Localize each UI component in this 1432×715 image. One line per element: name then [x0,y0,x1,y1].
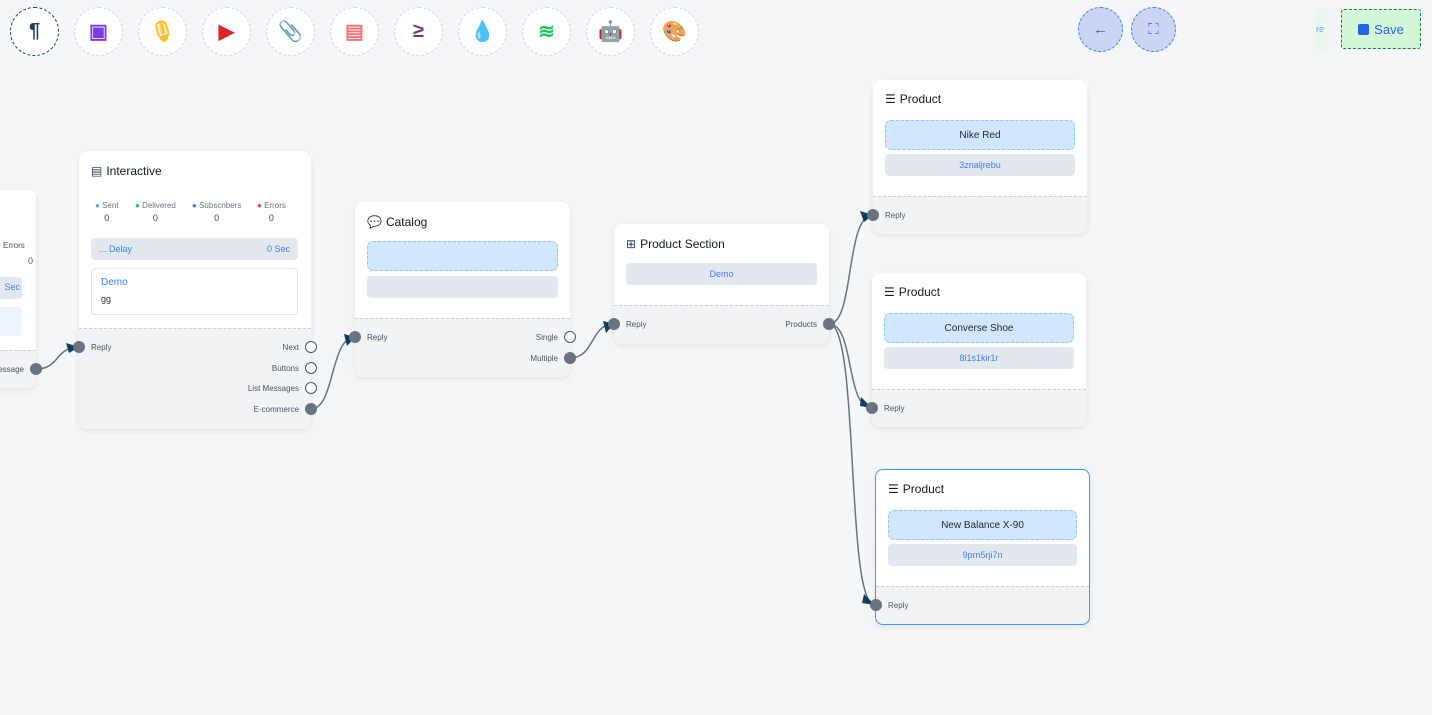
arrow [860,211,873,222]
youtube-icon: ▶ [218,21,235,43]
paperclip-icon: 📎 [278,21,303,43]
output-handle-single[interactable] [564,331,576,343]
drop-icon: 💧 [470,21,495,43]
product-code: 9prn5rji7n [888,544,1077,566]
output-handle-multiple[interactable] [564,352,576,364]
input-handle[interactable] [608,318,620,330]
robot-icon: 🤖 [598,21,623,43]
tool-button[interactable]: ▶ [202,7,251,56]
grid-icon: ⊞ [626,237,637,251]
stat-icon: ● [135,201,140,210]
product-code: 3znaljrebu [885,154,1075,176]
product-name[interactable]: Nike Red [885,120,1075,150]
fit-view-button[interactable]: ⛶ [1131,7,1176,52]
partial-node[interactable]: Errors 0 Sec Message [0,190,42,388]
output-handle[interactable] [305,382,317,395]
message-box [0,307,22,336]
bars-icon: ☰ [888,482,899,496]
tool-button[interactable]: 🎨 [650,7,699,56]
output-handle[interactable] [305,341,317,353]
input-handle[interactable] [867,209,879,221]
catalog-preview[interactable] [367,241,558,271]
product-section-node[interactable]: ⊞Product Section Demo Reply Products [608,224,835,344]
arrow-left-icon: ← [1093,21,1108,38]
edge [828,323,876,606]
tool-button[interactable]: 🤖 [586,7,635,56]
image-icon: ▣ [89,21,108,43]
input-handle[interactable] [870,599,882,611]
tool-button[interactable]: 💧 [458,7,507,56]
microphone-icon: 🎙 [149,21,176,43]
stat-icon: ● [95,201,100,210]
newspaper-icon: ▤ [345,21,364,43]
comment-icon: 💬 [367,215,382,229]
ghost-button: re [1316,9,1334,49]
save-button[interactable]: Save [1341,9,1421,49]
input-handle[interactable] [349,331,361,343]
palette-icon: 🎨 [662,21,687,43]
back-button[interactable]: ← [1078,7,1123,52]
tool-button[interactable]: 📎 [266,7,315,56]
newspaper-icon: ▤ [91,164,103,178]
output-handle[interactable] [30,363,42,375]
product-name[interactable]: New Balance X-90 [888,510,1077,540]
tool-button[interactable]: ▣ [74,7,123,56]
bars-icon: ☰ [884,285,895,299]
stat-icon: ● [192,201,197,210]
edge [828,323,873,409]
input-handle[interactable] [73,341,85,353]
edge [310,336,356,410]
section-name[interactable]: Demo [626,263,817,285]
tool-button[interactable]: ≋ [522,7,571,56]
floppy-icon [1358,23,1370,35]
bars-icon: ☰ [885,92,896,106]
compress-icon: ⛶ [1148,21,1159,38]
paragraph-icon: ¶ [28,20,41,42]
stack-icon: ≋ [538,21,555,43]
tool-button[interactable]: 🎙 [138,7,187,56]
input-handle[interactable] [866,402,878,414]
tool-button[interactable]: ≥ [394,7,443,56]
product-name[interactable]: Converse Shoe [884,313,1074,343]
catalog-placeholder [367,276,558,298]
product-code: 8l1s1kir1r [884,347,1074,369]
edge [828,214,874,325]
greater-equal-icon: ≥ [413,20,424,42]
catalog-node[interactable]: 💬Catalog Reply Single Multiple [349,202,576,377]
output-handle[interactable] [305,361,317,374]
arrow [66,343,79,353]
stat-icon: ● [257,201,262,210]
tool-button[interactable]: ▤ [330,7,379,56]
output-handle[interactable] [305,403,317,416]
output-handle-products[interactable] [823,318,835,330]
tool-button[interactable]: ¶ [10,7,59,56]
